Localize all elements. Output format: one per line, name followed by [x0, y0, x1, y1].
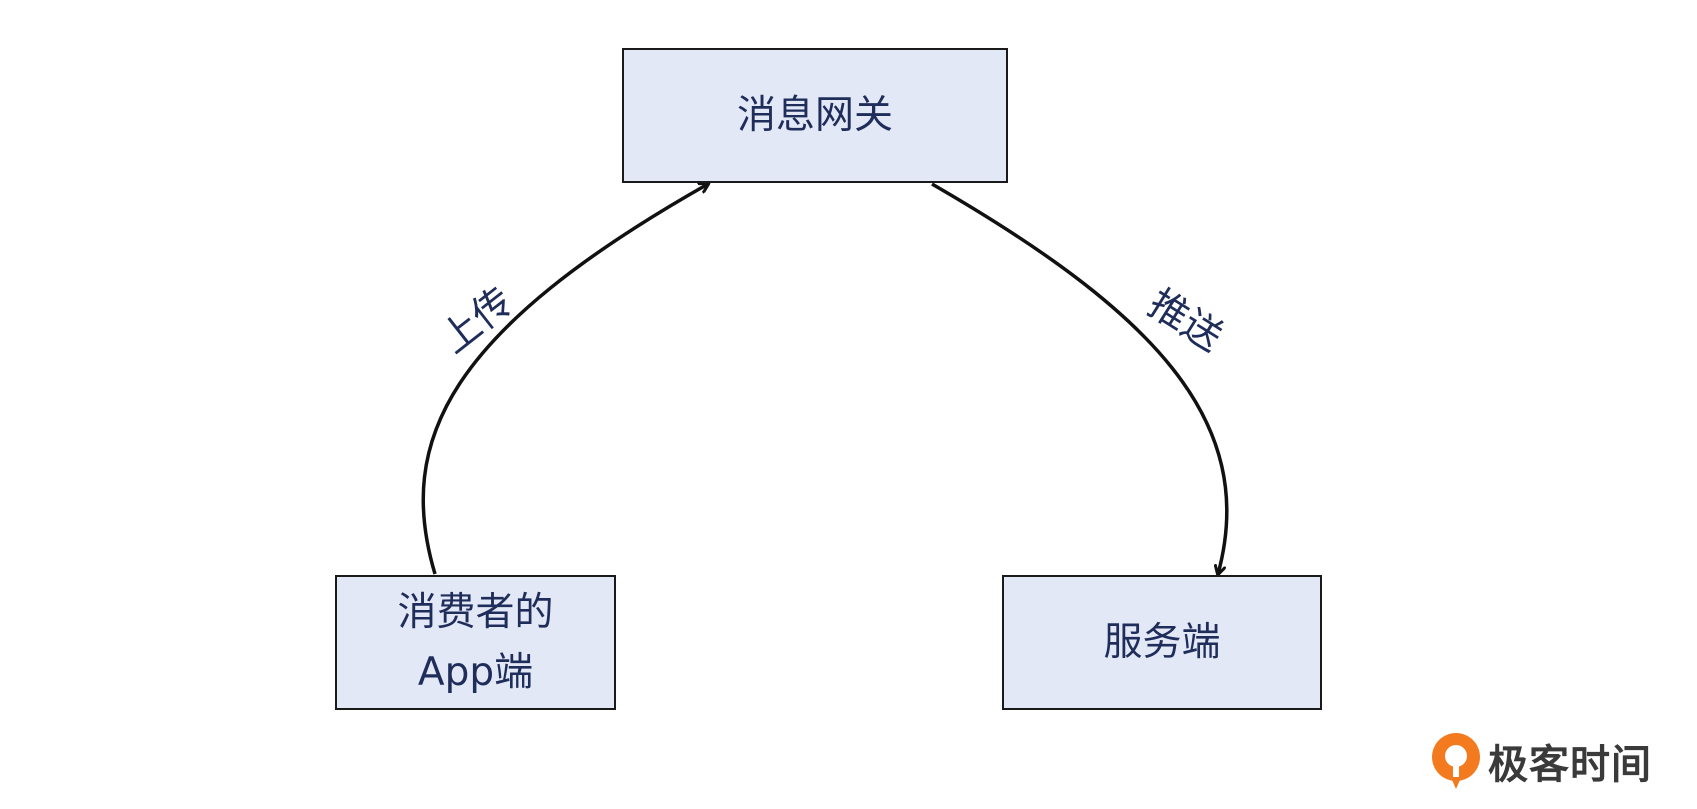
node-consumer-app-label-line1: 消费者的	[397, 589, 554, 635]
node-message-gateway: 消息网关	[622, 48, 1008, 183]
node-consumer-app: 消费者的 App端	[335, 575, 616, 710]
node-server-label: 服务端	[1103, 619, 1221, 665]
node-server: 服务端	[1002, 575, 1322, 710]
edge-push-arrow	[931, 182, 1229, 574]
brand-watermark: 极客时间	[1430, 731, 1652, 791]
brand-name: 极客时间	[1488, 742, 1652, 788]
edge-upload-arrow	[421, 184, 708, 575]
node-message-gateway-label: 消息网关	[736, 92, 893, 138]
geektime-logo-icon	[1432, 733, 1480, 789]
node-consumer-app-label-line2: App端	[417, 649, 534, 695]
